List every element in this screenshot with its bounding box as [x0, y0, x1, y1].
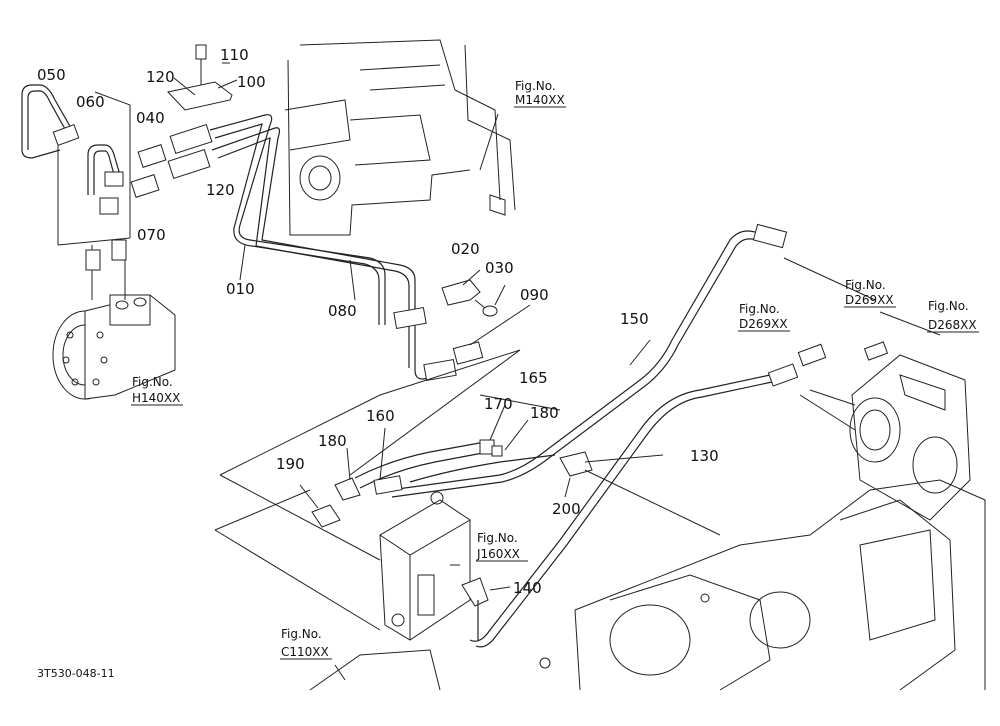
fig-ref-d269-left[interactable]: Fig.No. D269XX: [738, 302, 790, 332]
fittings-top-drawing: [130, 44, 233, 198]
svg-text:Fig.No.: Fig.No.: [477, 531, 518, 545]
part-label-180: 180: [530, 404, 559, 422]
part-label-040: 040: [136, 109, 165, 127]
part-label-130: 130: [690, 447, 719, 465]
fittings-020-090-drawing: [441, 279, 498, 365]
pipe-loops-drawing: [21, 84, 124, 215]
part-label-060: 060: [76, 93, 105, 111]
svg-text:J160XX: J160XX: [476, 547, 520, 561]
part-label-150: 150: [620, 310, 649, 328]
axle-housing-drawing: [849, 354, 971, 521]
svg-text:D268XX: D268XX: [928, 318, 977, 332]
part-labels: 110 100 120 120 050 060 040 070 010 080 …: [37, 46, 719, 597]
fig-ref-c110[interactable]: Fig.No. C110XX: [280, 627, 332, 660]
svg-text:D269XX: D269XX: [739, 317, 788, 331]
pipe-010-080-drawing: [209, 114, 457, 382]
fig-ref-d268[interactable]: Fig.No. D268XX: [927, 299, 979, 333]
fig-ref-m140[interactable]: Fig.No. M140XX: [514, 79, 566, 108]
part-label-100: 100: [237, 73, 266, 91]
part-label-030: 030: [485, 259, 514, 277]
frame-housing-drawing: [284, 39, 516, 236]
svg-text:Fig.No.: Fig.No.: [132, 375, 173, 389]
part-label-110: 110: [220, 46, 249, 64]
fig-ref-d269-right[interactable]: Fig.No. D269XX: [844, 278, 896, 308]
pipe-150-130-drawing: [389, 223, 889, 648]
part-label-010: 010: [226, 280, 255, 298]
steering-unit-drawing: [52, 239, 176, 400]
part-label-165: 165: [519, 369, 548, 387]
figure-references[interactable]: Fig.No. M140XX Fig.No. H140XX Fig.No. D2…: [131, 79, 979, 660]
part-label-080: 080: [328, 302, 357, 320]
hose-160-170-drawing: [354, 439, 593, 495]
control-valve-drawing: [311, 477, 489, 641]
part-label-120: 120: [146, 68, 175, 86]
part-label-120: 120: [206, 181, 235, 199]
part-label-190: 190: [276, 455, 305, 473]
svg-text:Fig.No.: Fig.No.: [928, 299, 969, 313]
part-label-200: 200: [552, 500, 581, 518]
svg-text:Fig.No.: Fig.No.: [845, 278, 886, 292]
part-label-050: 050: [37, 66, 66, 84]
svg-text:H140XX: H140XX: [132, 391, 180, 405]
part-label-020: 020: [451, 240, 480, 258]
part-label-180: 180: [318, 432, 347, 450]
svg-text:Fig.No.: Fig.No.: [739, 302, 780, 316]
part-label-140: 140: [513, 579, 542, 597]
leader-lines: [57, 62, 941, 681]
part-label-170: 170: [484, 395, 513, 413]
svg-text:Fig.No.: Fig.No.: [281, 627, 322, 641]
part-label-160: 160: [366, 407, 395, 425]
svg-text:Fig.No.: Fig.No.: [515, 79, 556, 93]
svg-text:D269XX: D269XX: [845, 293, 894, 307]
part-label-070: 070: [137, 226, 166, 244]
part-label-090: 090: [520, 286, 549, 304]
drawing-code: 3T530-048-11: [37, 667, 115, 680]
fig-ref-h140[interactable]: Fig.No. H140XX: [131, 375, 183, 406]
svg-text:M140XX: M140XX: [515, 93, 565, 107]
svg-text:C110XX: C110XX: [281, 645, 329, 659]
fig-ref-j160[interactable]: Fig.No. J160XX: [476, 531, 528, 562]
transmission-case-drawing: [309, 479, 986, 691]
